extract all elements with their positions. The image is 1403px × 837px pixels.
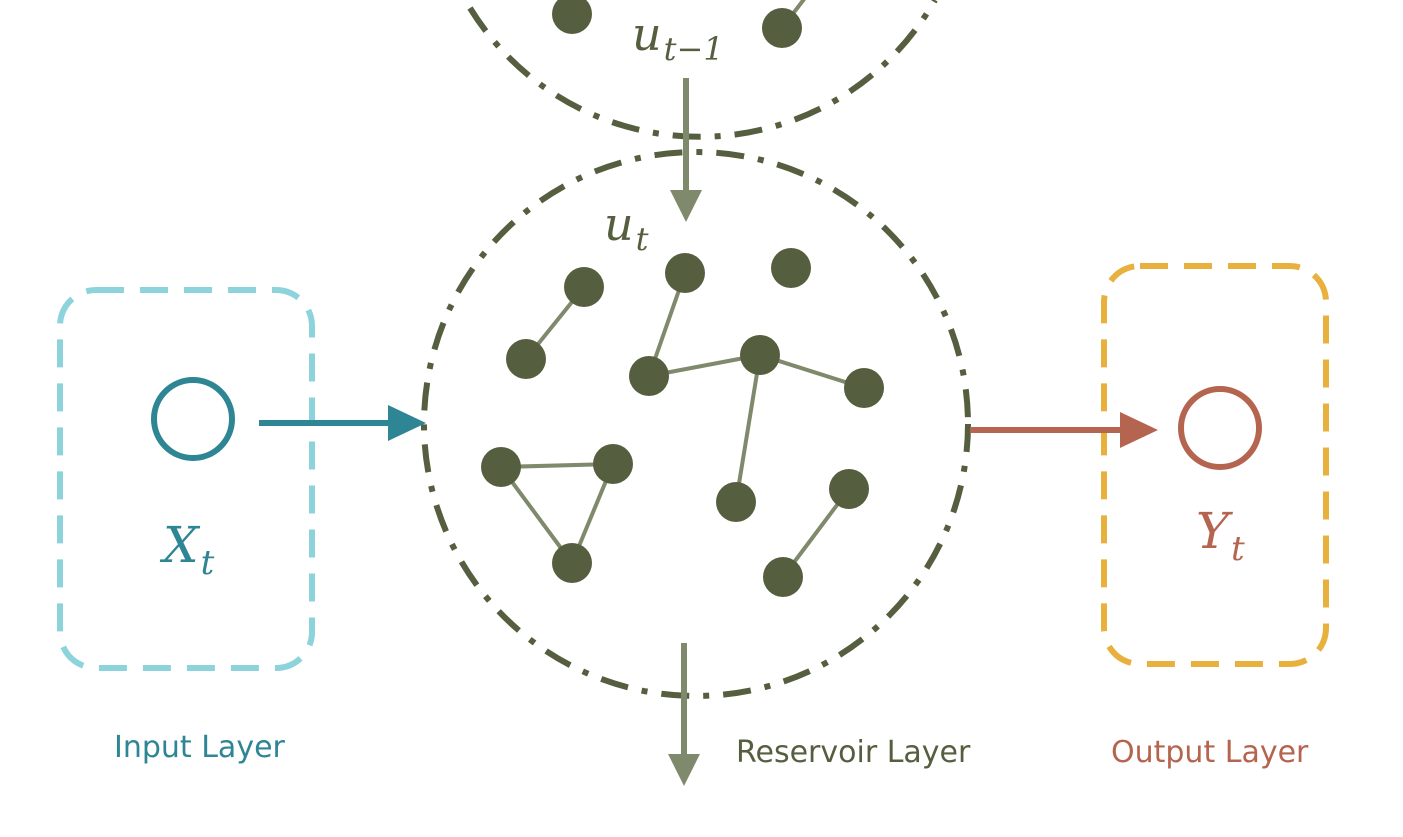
recurrent-arrowhead: [670, 190, 702, 222]
reservoir-node: [829, 469, 869, 509]
recurrent-input-arrow: [670, 78, 702, 222]
output-variable-base: Y: [1196, 502, 1233, 560]
reservoir-node: [564, 267, 604, 307]
recurrent-output-arrowhead: [668, 754, 700, 786]
reservoir-node: [665, 253, 705, 293]
previous-reservoir-node: [762, 8, 802, 48]
previous-state-base: u: [632, 7, 662, 61]
input-layer-box: [57, 287, 315, 671]
input-layer-caption: Input Layer: [114, 730, 286, 765]
input-variable-base: X: [159, 516, 201, 574]
input-variable-label: Xt: [159, 516, 215, 583]
reservoir-node: [740, 335, 780, 375]
input-arrowhead: [388, 405, 426, 441]
reservoir-nodes: [481, 248, 884, 597]
reservoir-node: [716, 482, 756, 522]
input-layer: Xt Input Layer: [57, 287, 426, 765]
reservoir-node: [481, 447, 521, 487]
previous-state-subscript: t−1: [664, 30, 724, 68]
input-node: [151, 377, 235, 461]
recurrent-output-arrow: [668, 643, 700, 786]
output-variable-label: Yt: [1196, 502, 1245, 569]
output-node: [1178, 386, 1262, 470]
reservoir-layer: ut: [421, 149, 971, 699]
reservoir-edges: [499, 272, 865, 579]
previous-reservoir-boundary: [467, 0, 938, 140]
reservoir-layer-caption: Reservoir Layer: [736, 735, 971, 770]
reservoir-node: [552, 543, 592, 583]
reservoir-edge: [734, 354, 762, 503]
previous-reservoir-node: [552, 0, 592, 34]
reservoir-node: [593, 444, 633, 484]
reservoir-node: [763, 557, 803, 597]
output-layer: Yt Output Layer: [970, 263, 1329, 770]
input-variable-subscript: t: [201, 543, 215, 583]
state-base: u: [604, 197, 634, 251]
reservoir-node: [506, 339, 546, 379]
reservoir-node: [844, 368, 884, 408]
output-layer-box: [1101, 263, 1329, 667]
state-label: ut: [604, 197, 649, 258]
previous-reservoir: ut−1: [467, 0, 938, 140]
previous-state-label: ut−1: [632, 7, 724, 68]
reservoir-node: [629, 356, 669, 396]
reservoir-node: [771, 248, 811, 288]
state-subscript: t: [636, 220, 649, 258]
output-layer-caption: Output Layer: [1111, 735, 1309, 770]
reservoir-boundary: [421, 149, 971, 699]
output-arrowhead: [1120, 412, 1158, 448]
output-variable-subscript: t: [1231, 529, 1245, 569]
